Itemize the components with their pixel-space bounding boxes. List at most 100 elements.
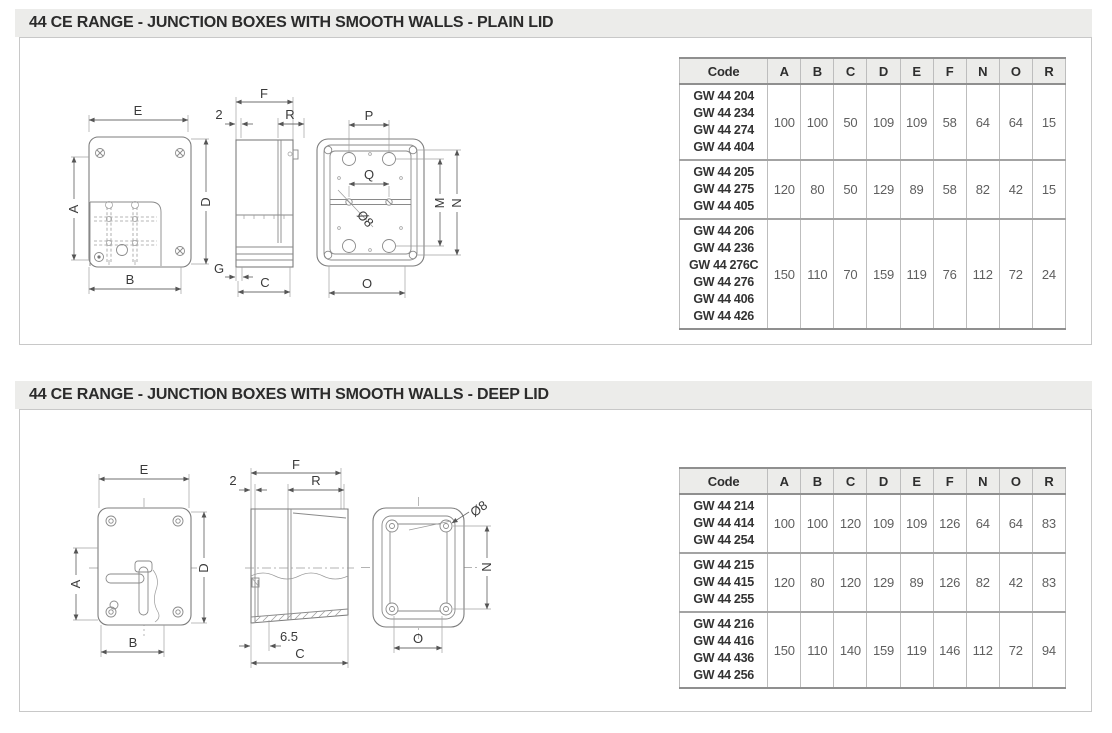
dim-label-b: B	[129, 635, 138, 650]
table-header-row: Code A B C D E F N O R	[678, 467, 1067, 495]
product-code: GW 44 275	[693, 182, 754, 196]
front-view-plain-lid: E	[66, 103, 213, 294]
dim-label-c: C	[295, 646, 304, 661]
dim-label-b: B	[126, 272, 135, 287]
col-header-a: A	[767, 467, 802, 495]
dim-value: 64	[965, 84, 1000, 161]
col-header-a: A	[767, 57, 802, 85]
inside-view-plain-lid: P Q Ø8 M N O	[316, 108, 464, 298]
code-cell: GW 44 205 GW 44 275 GW 44 405	[678, 160, 769, 220]
dim-value: 109	[866, 84, 901, 161]
dim-value: 126	[932, 553, 967, 613]
dim-value: 100	[800, 84, 835, 161]
dim-value: 150	[767, 219, 802, 330]
corner-screw-icon	[95, 148, 185, 256]
dim-value: 72	[998, 219, 1033, 330]
dim-value: 89	[899, 553, 934, 613]
dim-label-r: R	[311, 473, 320, 488]
product-code: GW 44 436	[693, 651, 754, 665]
dim-label-p: P	[365, 108, 374, 123]
product-code: GW 44 416	[693, 634, 754, 648]
dim-value: 110	[800, 612, 835, 689]
dim-label-n: N	[449, 198, 464, 207]
section-content-deep-lid: E	[19, 409, 1092, 712]
col-header-r: R	[1031, 57, 1067, 85]
product-code: GW 44 276C	[688, 258, 759, 272]
product-code: GW 44 205	[693, 165, 754, 179]
dim-value: 109	[899, 494, 934, 554]
table-row: GW 44 206 GW 44 236 GW 44 276C GW 44 276…	[678, 219, 1067, 330]
corner-hole-icon	[105, 515, 184, 618]
dim-label-e: E	[134, 103, 143, 118]
dim-value: 100	[767, 84, 802, 161]
product-code: GW 44 414	[693, 516, 754, 530]
dim-label-r: R	[285, 107, 294, 122]
section-title-bar-plain-lid: 44 CE RANGE - JUNCTION BOXES WITH SMOOTH…	[15, 9, 1092, 37]
dim-value: 58	[932, 84, 967, 161]
dim-label-diameter-8: Ø8	[467, 497, 490, 519]
product-code: GW 44 216	[693, 617, 754, 631]
dim-value: 83	[1031, 553, 1067, 613]
dim-value: 89	[899, 160, 934, 220]
table-row: GW 44 216 GW 44 416 GW 44 436 GW 44 256 …	[678, 612, 1067, 689]
code-cell: GW 44 204 GW 44 234 GW 44 274 GW 44 404	[678, 84, 769, 161]
dim-value: 120	[833, 553, 868, 613]
product-code: GW 44 255	[693, 592, 754, 606]
dim-value: 50	[833, 84, 868, 161]
dim-value: 120	[767, 160, 802, 220]
dim-label-d: D	[196, 563, 211, 572]
table-row: GW 44 204 GW 44 234 GW 44 274 GW 44 404 …	[678, 84, 1067, 161]
section-content-plain-lid: E	[19, 37, 1092, 345]
dim-value: 126	[932, 494, 967, 554]
code-cell: GW 44 215 GW 44 415 GW 44 255	[678, 553, 769, 613]
section-title: 44 CE RANGE - JUNCTION BOXES WITH SMOOTH…	[29, 14, 554, 31]
dim-label-6-5: 6.5	[280, 629, 298, 644]
dim-value: 129	[866, 160, 901, 220]
knockout-panel	[89, 201, 162, 266]
dim-value: 64	[998, 494, 1033, 554]
dim-value: 129	[866, 553, 901, 613]
col-header-b: B	[800, 57, 835, 85]
col-header-c: C	[833, 57, 868, 85]
table-row: GW 44 215 GW 44 415 GW 44 255 120 80 120…	[678, 553, 1067, 613]
dim-value: 82	[965, 553, 1000, 613]
table-row: GW 44 205 GW 44 275 GW 44 405 120 80 50 …	[678, 160, 1067, 220]
col-header-f: F	[932, 467, 967, 495]
col-header-b: B	[800, 467, 835, 495]
dim-value: 119	[899, 219, 934, 330]
t-channel	[105, 560, 160, 623]
col-header-d: D	[866, 467, 901, 495]
dim-value: 83	[1031, 494, 1067, 554]
dim-value: 109	[866, 494, 901, 554]
dim-label-2: 2	[215, 107, 222, 122]
dim-value: 80	[800, 160, 835, 220]
dim-label-o: O	[413, 631, 423, 646]
dim-value: 110	[800, 219, 835, 330]
dim-value: 100	[767, 494, 802, 554]
dim-label-2: 2	[229, 473, 236, 488]
dim-value: 64	[965, 494, 1000, 554]
dim-value: 112	[965, 219, 1000, 330]
technical-drawings-deep-lid: E	[68, 460, 494, 668]
dim-value: 42	[998, 160, 1033, 220]
product-code: GW 44 214	[693, 499, 754, 513]
table-row: GW 44 214 GW 44 414 GW 44 254 100 100 12…	[678, 494, 1067, 554]
dim-label-q: Q	[364, 167, 374, 182]
dim-value: 119	[899, 612, 934, 689]
dim-value: 80	[800, 553, 835, 613]
dimensions-table-plain-lid: Code A B C D E F N O R GW 44 204 GW 44 2…	[678, 57, 1067, 330]
lid-screw-icon	[385, 519, 453, 616]
col-header-o: O	[998, 467, 1033, 495]
dim-label-f: F	[260, 88, 268, 101]
col-header-code: Code	[678, 467, 769, 495]
code-cell: GW 44 216 GW 44 416 GW 44 436 GW 44 256	[678, 612, 769, 689]
section-title-bar-deep-lid: 44 CE RANGE - JUNCTION BOXES WITH SMOOTH…	[15, 381, 1092, 409]
dim-value: 100	[800, 494, 835, 554]
dim-value: 70	[833, 219, 868, 330]
product-code: GW 44 406	[693, 292, 754, 306]
dim-value: 24	[1031, 219, 1067, 330]
dim-value: 159	[866, 219, 901, 330]
dimensions-table-deep-lid: Code A B C D E F N O R GW 44 214 GW 44 4…	[678, 467, 1067, 689]
technical-drawings-plain-lid: E	[66, 88, 464, 298]
hatch-strip	[250, 608, 349, 623]
